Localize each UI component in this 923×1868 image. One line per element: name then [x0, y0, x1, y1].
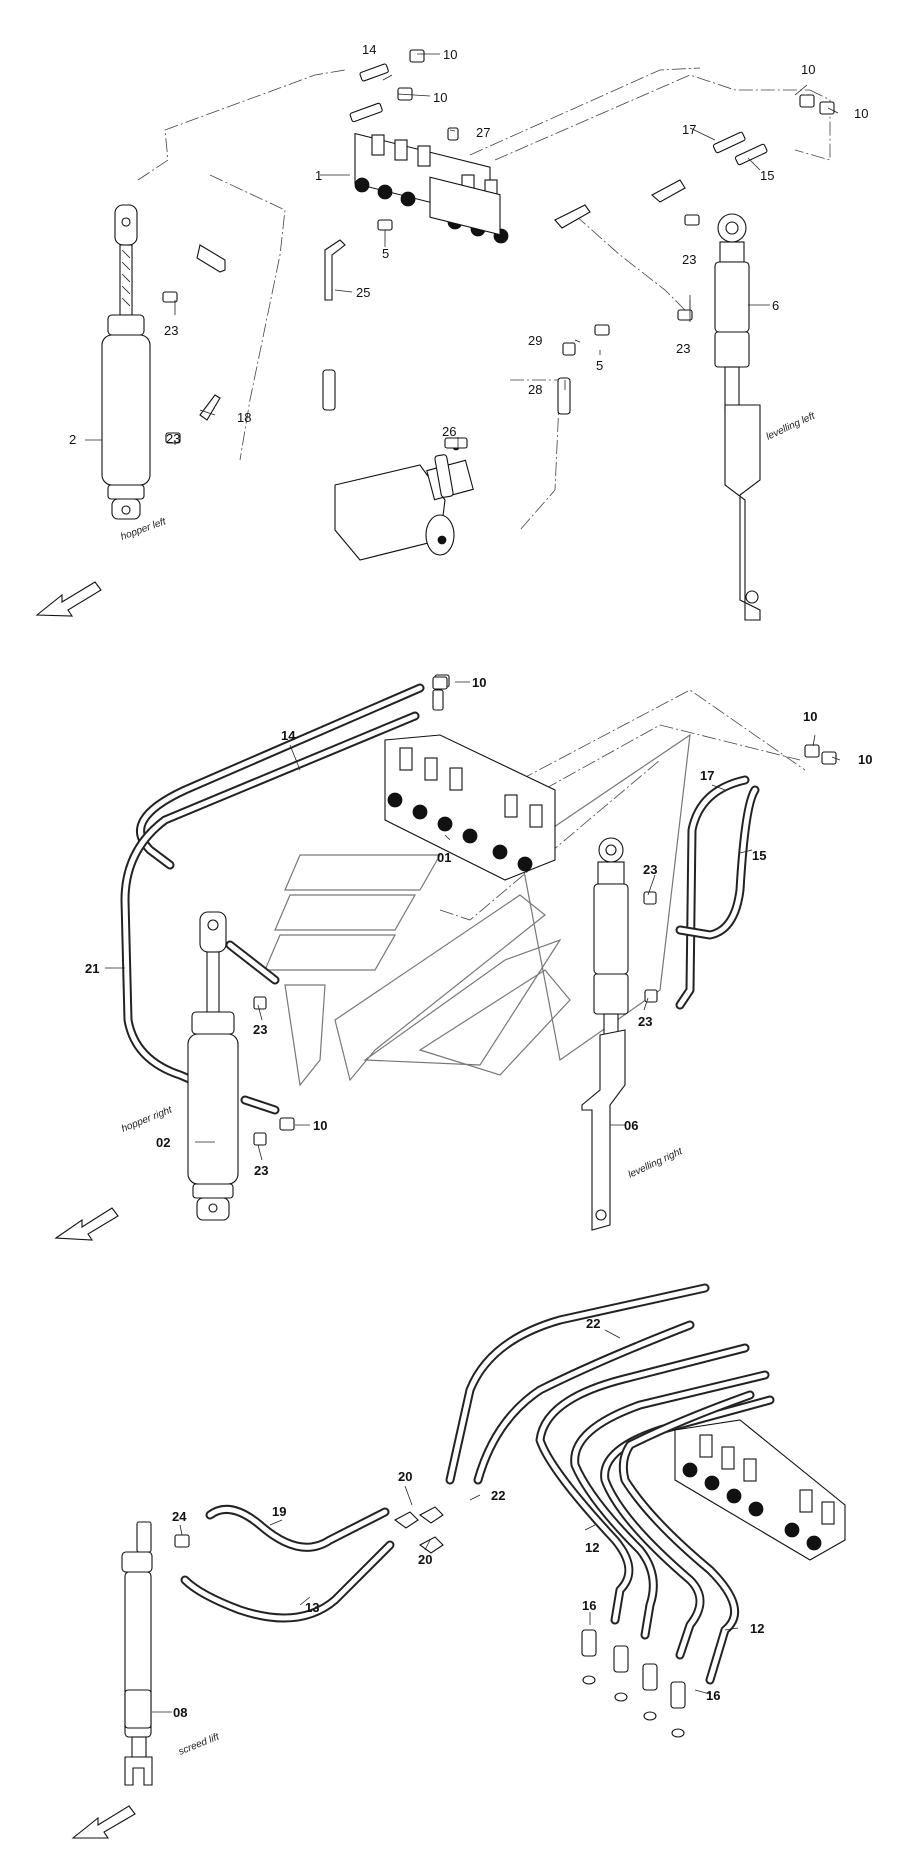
- callout-5: 5: [382, 246, 389, 261]
- caption-screed-lift: screed lift: [177, 1731, 222, 1758]
- callout-23: 23: [682, 252, 696, 267]
- callout-23: 23: [164, 323, 178, 338]
- callout-23: 23: [676, 341, 690, 356]
- section-bottom: 22 20 22 24 19 20 12 13 16 12 08 16 scre…: [71, 1283, 846, 1839]
- fittings-middle: [253, 676, 837, 1146]
- callout-18: 18: [237, 410, 251, 425]
- control-valve-block: [354, 132, 509, 244]
- callout-25: 25: [356, 285, 370, 300]
- fittings-top: [162, 49, 835, 498]
- callout-2: 2: [69, 432, 76, 447]
- callout-20: 20: [398, 1469, 412, 1484]
- hopper-cylinder-right: [187, 911, 239, 1221]
- callout-01: 01: [437, 850, 451, 865]
- callout-15: 15: [752, 848, 766, 863]
- levelling-cylinder-left: [714, 213, 761, 621]
- screed-lift-cylinder: [121, 1521, 153, 1786]
- callout-27: 27: [476, 125, 490, 140]
- callout-20: 20: [418, 1552, 432, 1567]
- section-top: 14 10 10 27 1 10 10 17 15 5 23 25 6 23 2…: [35, 42, 868, 621]
- callout-23: 23: [638, 1014, 652, 1029]
- callout-13: 13: [305, 1600, 319, 1615]
- hoses-middle: [120, 683, 760, 1115]
- callout-23: 23: [254, 1163, 268, 1178]
- callout-19: 19: [272, 1504, 286, 1519]
- callout-10: 10: [472, 675, 486, 690]
- control-valve-block-middle: [384, 674, 556, 881]
- callout-10: 10: [858, 752, 872, 767]
- fittings-bottom: [174, 1506, 686, 1738]
- callout-10: 10: [433, 90, 447, 105]
- callout-14: 14: [281, 728, 296, 743]
- callout-24: 24: [172, 1509, 187, 1524]
- callout-23: 23: [253, 1022, 267, 1037]
- callout-10: 10: [801, 62, 815, 77]
- callout-6: 6: [772, 298, 779, 313]
- callout-5: 5: [596, 358, 603, 373]
- caption-levelling-left: levelling left: [765, 410, 818, 443]
- control-valve-block-bottom: [674, 1419, 846, 1561]
- section-middle: 10 14 10 10 17 15 01 23 21 23 23 02 10 2…: [54, 674, 872, 1241]
- caption-levelling-right: levelling right: [627, 1146, 686, 1181]
- direction-arrow-middle: [54, 1207, 119, 1241]
- callout-23: 23: [643, 862, 657, 877]
- callout-10: 10: [803, 709, 817, 724]
- callout-22: 22: [491, 1488, 505, 1503]
- hydraulic-pump: [334, 443, 474, 561]
- callout-10: 10: [313, 1118, 327, 1133]
- callout-1: 1: [315, 168, 322, 183]
- callout-10: 10: [443, 47, 457, 62]
- callout-26: 26: [442, 424, 456, 439]
- hoses-bottom: [180, 1283, 775, 1685]
- levelling-cylinder-right: [581, 837, 629, 1231]
- callout-02: 02: [156, 1135, 170, 1150]
- caption-hopper-right: hopper right: [120, 1104, 175, 1135]
- callout-12: 12: [585, 1540, 599, 1555]
- callout-14: 14: [362, 42, 376, 57]
- direction-arrow-bottom: [71, 1805, 136, 1839]
- callout-29: 29: [528, 333, 542, 348]
- callout-16: 16: [582, 1598, 596, 1613]
- callout-12: 12: [750, 1621, 764, 1636]
- caption-hopper-left: hopper left: [119, 516, 168, 543]
- callout-17: 17: [682, 122, 696, 137]
- callout-17: 17: [700, 768, 714, 783]
- callout-23: 23: [166, 431, 180, 446]
- callout-08: 08: [173, 1705, 187, 1720]
- callout-06: 06: [624, 1118, 638, 1133]
- direction-arrow-top: [35, 581, 102, 617]
- watermark-logo: [264, 733, 691, 1087]
- callout-15: 15: [760, 168, 774, 183]
- callout-28: 28: [528, 382, 542, 397]
- callout-22: 22: [586, 1316, 600, 1331]
- callout-10: 10: [854, 106, 868, 121]
- hopper-cylinder-left: [101, 204, 151, 520]
- callout-16: 16: [706, 1688, 720, 1703]
- callout-21: 21: [85, 961, 99, 976]
